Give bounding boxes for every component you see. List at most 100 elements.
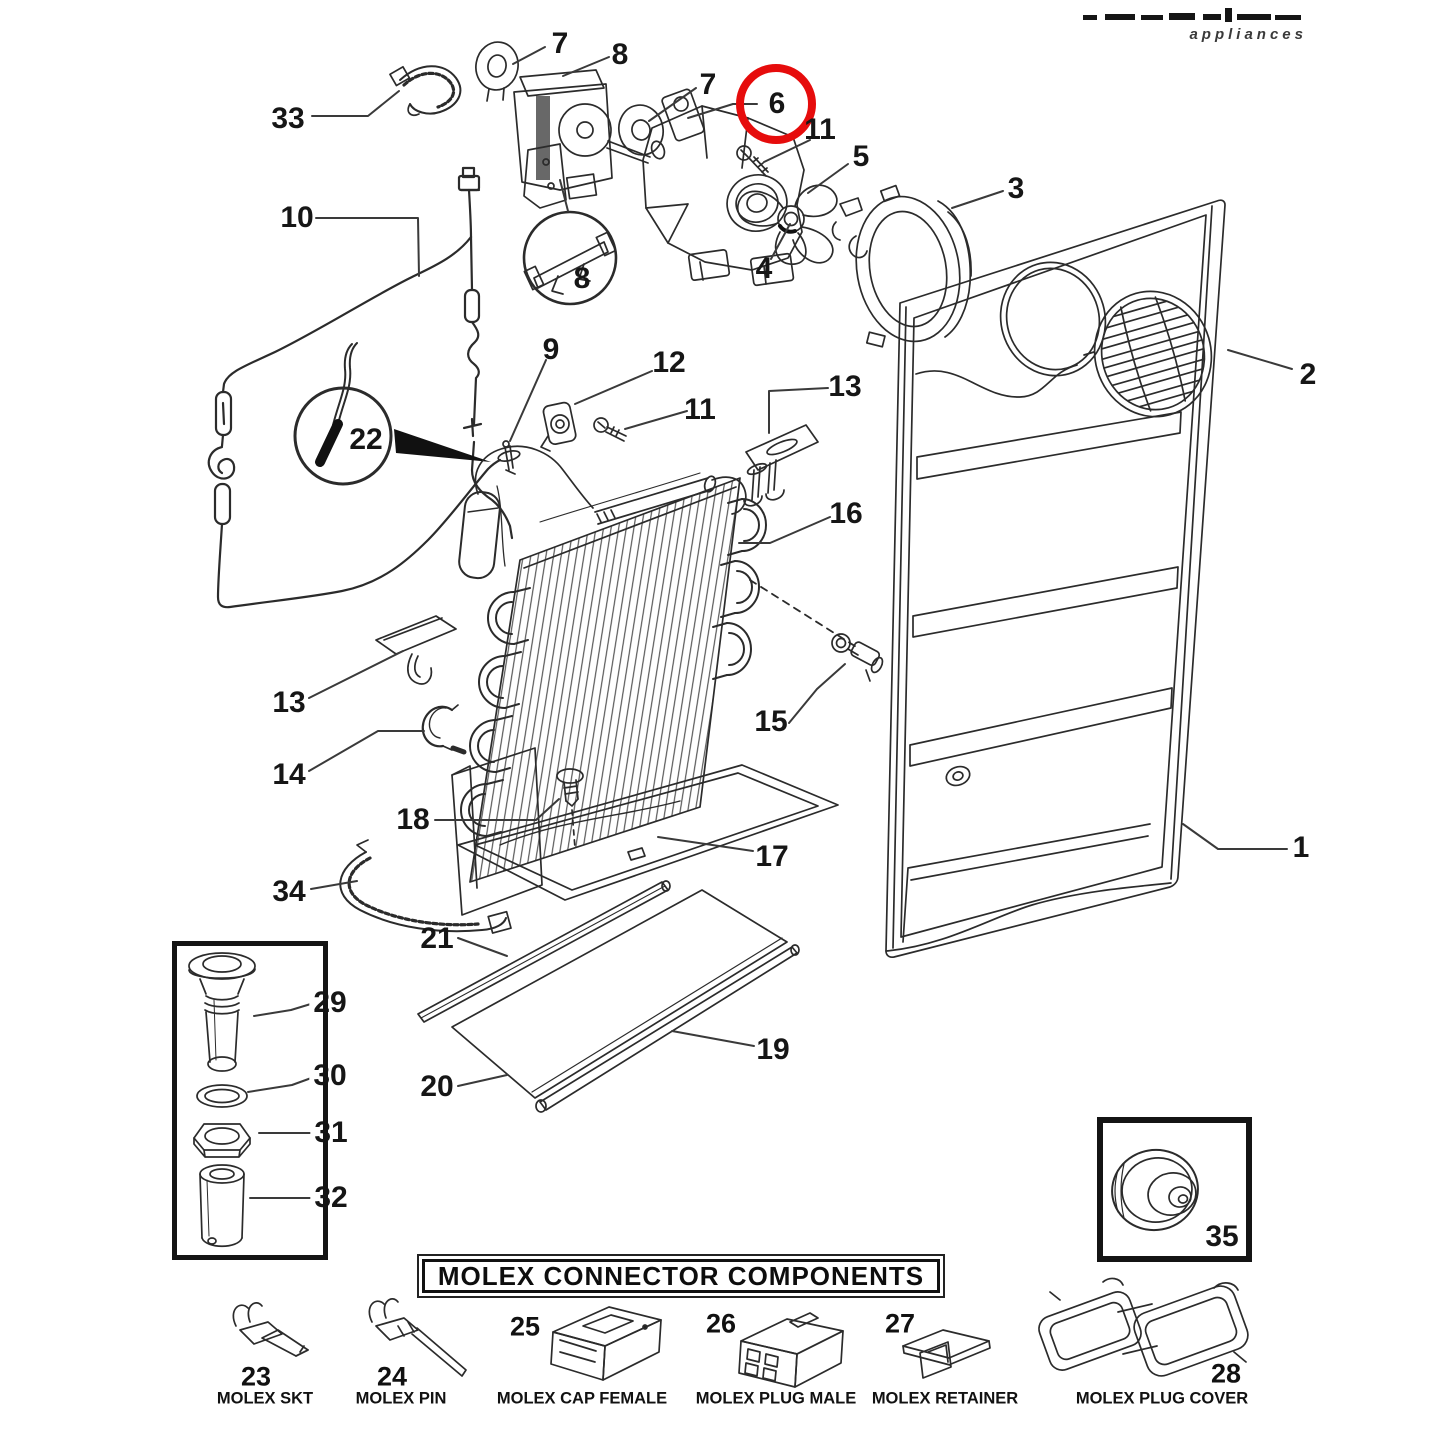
callout-31: 31 xyxy=(310,1116,352,1150)
molex-num-24: 24 xyxy=(376,1361,408,1392)
part-drain-tray-17 xyxy=(451,747,839,916)
callout-9: 9 xyxy=(542,333,560,366)
part-fan-shroud xyxy=(831,184,972,348)
logo-fragment xyxy=(1083,15,1097,20)
part-rail-21 xyxy=(417,880,671,1023)
callout-11b: 11 xyxy=(684,393,716,426)
logo-fragment xyxy=(1169,13,1195,20)
callout-5: 5 xyxy=(852,140,870,173)
callout-7b: 7 xyxy=(699,68,717,101)
logo-fragment xyxy=(1105,14,1135,20)
logo-fragment xyxy=(1237,14,1271,20)
callout-11a: 11 xyxy=(804,113,836,146)
molex-num-25: 25 xyxy=(509,1311,541,1342)
callout-8b: 8 xyxy=(573,262,591,295)
callout-22: 22 xyxy=(349,423,383,456)
molex-label-cap-female: MOLEX CAP FEMALE xyxy=(496,1389,668,1408)
molex-title-inner-border: MOLEX CONNECTOR COMPONENTS xyxy=(422,1259,940,1293)
part-fan-blade xyxy=(737,184,838,265)
molex-pin-art xyxy=(368,1298,467,1377)
inset-sensor-22 xyxy=(293,342,491,486)
part-grommet-b xyxy=(618,104,666,160)
part-screw-mid xyxy=(593,417,627,442)
logo-fragment xyxy=(1141,15,1163,20)
part-rail-20 xyxy=(535,944,800,1113)
callout-3: 3 xyxy=(1007,172,1025,205)
molex-title-box: MOLEX CONNECTOR COMPONENTS xyxy=(417,1254,945,1298)
molex-label-pin: MOLEX PIN xyxy=(355,1389,447,1408)
callout-30: 30 xyxy=(309,1059,351,1093)
molex-label-plug-cover: MOLEX PLUG COVER xyxy=(1075,1389,1249,1408)
callout-15: 15 xyxy=(754,705,788,738)
part-cable-tie-34 xyxy=(339,839,512,934)
part-grommet-35 xyxy=(1111,1148,1199,1232)
part-harness-10 xyxy=(207,166,514,609)
callout-12: 12 xyxy=(652,346,686,379)
callout-14: 14 xyxy=(272,758,306,791)
callout-35: 35 xyxy=(1205,1220,1239,1253)
part-fan-motor xyxy=(642,88,805,287)
molex-retainer-art xyxy=(902,1329,991,1379)
callout-13b: 13 xyxy=(272,686,306,719)
part-valve-15 xyxy=(831,633,884,682)
brand-logo: appliances xyxy=(1075,0,1315,52)
callout-6-highlighted: 6 xyxy=(768,87,786,120)
part-bracket-13-left xyxy=(375,615,457,685)
molex-num-26: 26 xyxy=(705,1308,737,1339)
molex-section-title: MOLEX CONNECTOR COMPONENTS xyxy=(437,1260,925,1291)
part-bracket-12 xyxy=(540,401,577,452)
logo-fragment xyxy=(1203,14,1221,20)
molex-num-27: 27 xyxy=(884,1308,916,1339)
logo-fragment xyxy=(1275,15,1301,20)
highlight-circle-part-6 xyxy=(736,64,816,144)
part-grommet-a xyxy=(475,41,519,102)
inset-bracket-8 xyxy=(522,210,618,306)
callout-34: 34 xyxy=(272,875,306,908)
molex-cap-female-art xyxy=(550,1306,662,1381)
callout-13a: 13 xyxy=(828,370,862,403)
molex-label-skt: MOLEX SKT xyxy=(216,1389,314,1408)
molex-plug-male-art xyxy=(738,1312,844,1388)
molex-plug-cover-art xyxy=(1038,1277,1249,1377)
molex-label-retainer: MOLEX RETAINER xyxy=(871,1389,1019,1408)
part-rivet-18 xyxy=(556,768,584,849)
callout-19: 19 xyxy=(756,1033,790,1066)
callout-8a: 8 xyxy=(611,38,629,71)
callout-10: 10 xyxy=(280,201,314,234)
callout-7a: 7 xyxy=(551,27,569,60)
logo-fragment xyxy=(1225,8,1232,22)
part-screw-top xyxy=(736,145,769,177)
callout-17: 17 xyxy=(755,840,789,873)
part-back-panel xyxy=(885,199,1226,959)
callout-16: 16 xyxy=(829,497,863,530)
callout-1: 1 xyxy=(1292,831,1310,864)
part-evaporator-16 xyxy=(458,445,859,883)
leader-lines xyxy=(247,46,1293,1199)
molex-num-28: 28 xyxy=(1210,1358,1242,1389)
callout-29: 29 xyxy=(309,986,351,1020)
callout-2: 2 xyxy=(1299,358,1317,391)
part-bracket-13-right xyxy=(743,424,819,507)
part-drain-funnel-29 xyxy=(188,952,256,1072)
callout-21: 21 xyxy=(420,922,454,955)
part-nut-31 xyxy=(193,1123,251,1158)
logo-appliances-text: appliances xyxy=(1189,26,1307,43)
callout-18: 18 xyxy=(396,803,430,836)
part-oring-30 xyxy=(196,1084,248,1108)
callout-4: 4 xyxy=(755,252,773,285)
part-clip-9 xyxy=(497,440,521,475)
molex-label-plug-male: MOLEX PLUG MALE xyxy=(695,1389,857,1408)
callout-33: 33 xyxy=(271,102,305,135)
part-motor-timer xyxy=(513,69,651,209)
callout-20: 20 xyxy=(420,1070,454,1103)
inset-box-drain-parts xyxy=(172,941,328,1260)
callout-32: 32 xyxy=(310,1181,352,1215)
part-clip-14 xyxy=(421,704,467,755)
part-cover-sheet-19 xyxy=(451,889,788,1099)
part-cable-tie-33 xyxy=(389,65,462,117)
inset-box-grommet-35 xyxy=(1097,1117,1252,1262)
molex-num-23: 23 xyxy=(240,1361,272,1392)
molex-skt-art xyxy=(232,1302,309,1357)
